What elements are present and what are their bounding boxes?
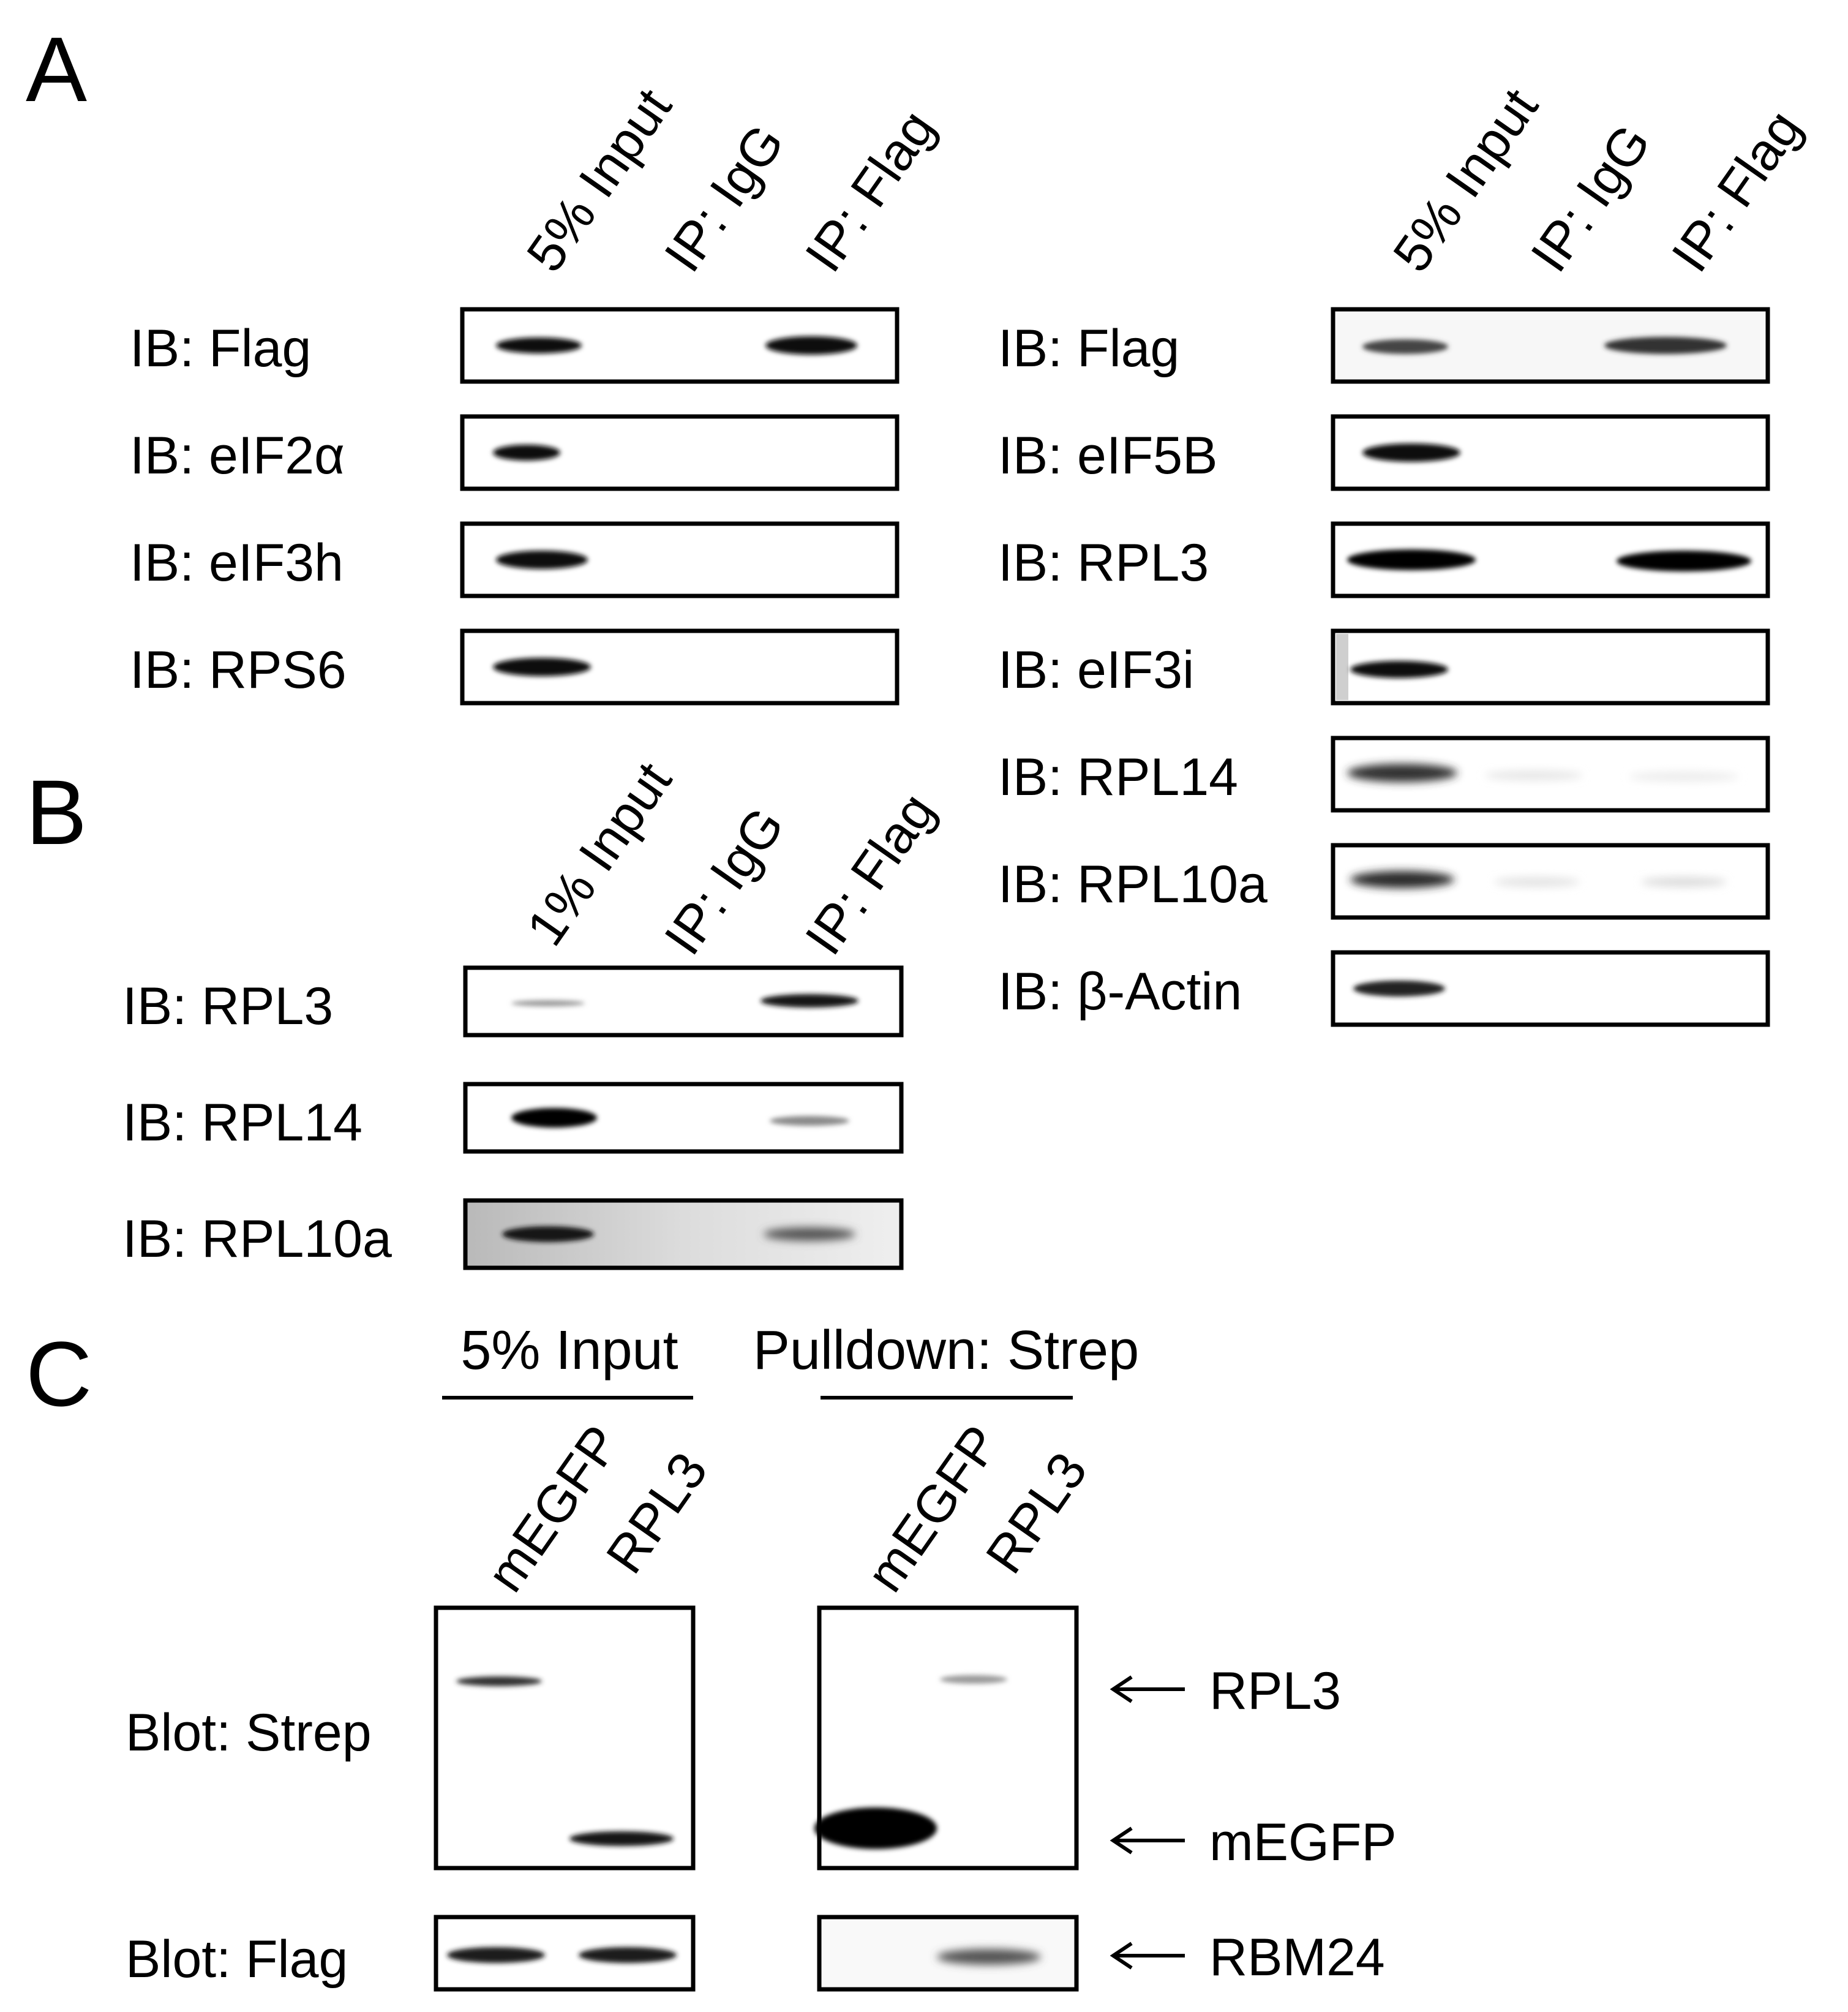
blot-rpl10a — [1331, 843, 1770, 920]
blot-rps6 — [460, 628, 900, 706]
band — [1353, 981, 1445, 997]
row-label: IB: eIF5B — [998, 426, 1218, 485]
arrow-label: mEGFP — [1209, 1813, 1397, 1872]
blot-flag-pulldown — [817, 1915, 1079, 1992]
blot-flag-input — [434, 1915, 696, 1992]
blot-flag — [1331, 307, 1770, 384]
row-label: IB: RPL14 — [998, 748, 1238, 807]
blot-rpl14 — [463, 1082, 904, 1154]
panel-c-arrows: RPL3 mEGFP RBM24 — [1110, 1662, 1397, 1987]
arrow-rpl3: RPL3 — [1110, 1662, 1341, 1720]
panel-c-blots — [434, 1605, 1079, 1992]
row-label: IB: RPL3 — [998, 533, 1209, 592]
row-label: IB: RPL14 — [122, 1093, 362, 1152]
band — [1494, 877, 1580, 887]
blot-rpl14 — [1331, 736, 1770, 813]
band — [511, 1000, 585, 1006]
row-label: IB: Flag — [998, 319, 1179, 378]
panel-a-right-lane-labels: 5% Input IP: IgG IP: Flag — [1382, 78, 1813, 282]
row-label: IB: eIF3i — [998, 641, 1194, 699]
band — [496, 337, 582, 353]
arrow-megfp: mEGFP — [1110, 1813, 1397, 1872]
blot-eif2a — [460, 414, 900, 491]
blot-flag — [460, 307, 900, 384]
row-label: IB: RPS6 — [130, 641, 347, 699]
band — [1362, 443, 1460, 462]
band — [765, 336, 857, 355]
panel-c-row-labels: Blot: Strep Blot: Flag — [126, 1703, 372, 1989]
blot-beta-actin — [1331, 950, 1770, 1027]
arrow-label: RPL3 — [1209, 1662, 1341, 1720]
row-label: IB: RPL10a — [998, 855, 1268, 914]
blot-eif3i — [1331, 628, 1770, 706]
panel-b-row-labels: IB: RPL3 IB: RPL14 IB: RPL10a — [122, 977, 392, 1268]
band — [814, 1807, 937, 1849]
panel-a-right-blots — [1331, 307, 1770, 1027]
band — [1641, 877, 1727, 887]
band — [511, 1108, 597, 1128]
band — [1347, 549, 1476, 570]
lane-label: IP: Flag — [794, 100, 947, 282]
row-label: IB: β-Actin — [998, 962, 1242, 1021]
panel-a-right-row-labels: IB: Flag IB: eIF5B IB: RPL3 IB: eIF3i IB… — [998, 319, 1268, 1021]
band — [447, 1947, 545, 1963]
band — [579, 1947, 677, 1963]
lane-label: IP: IgG — [653, 797, 795, 965]
band — [456, 1676, 542, 1686]
lane-label: mEGFP — [476, 1415, 631, 1602]
panel-a-left-blots — [460, 307, 900, 706]
row-label: IB: eIF3h — [130, 533, 344, 592]
lane-label: IP: Flag — [794, 783, 947, 965]
pulldown-header: Pulldown: Strep — [753, 1320, 1139, 1381]
row-label: IB: RPL3 — [122, 977, 333, 1036]
row-label: IB: eIF2α — [130, 426, 345, 485]
panel-a-left-lane-labels: 5% Input IP: IgG IP: Flag — [516, 78, 947, 282]
panel-c-lane-labels: mEGFP RPL3 mEGFP RPL3 — [476, 1415, 1099, 1602]
blot-strep-pulldown — [814, 1605, 1079, 1871]
band — [493, 445, 560, 461]
panel-letter-c: C — [26, 1322, 92, 1425]
panel-a-left-row-labels: IB: Flag IB: eIF2α IB: eIF3h IB: RPS6 — [130, 319, 347, 699]
band — [1485, 771, 1583, 780]
band — [493, 658, 591, 676]
band — [1617, 551, 1751, 571]
arrow-rbm24: RBM24 — [1110, 1928, 1385, 1987]
band — [770, 1116, 849, 1126]
band — [502, 1226, 594, 1242]
band — [764, 1227, 855, 1241]
band — [1604, 337, 1727, 354]
band — [496, 551, 588, 569]
panel-b-lane-labels: 1% Input IP: IgG IP: Flag — [516, 752, 947, 965]
lane-label: IP: IgG — [653, 115, 795, 282]
lane-label: IP: Flag — [1661, 100, 1813, 282]
band — [940, 1675, 1007, 1684]
band — [1629, 772, 1739, 782]
arrow-label: RBM24 — [1209, 1928, 1385, 1987]
blot-rpl3 — [463, 965, 904, 1038]
band — [1350, 871, 1454, 888]
input-header: 5% Input — [460, 1320, 678, 1381]
panel-letter-a: A — [26, 18, 87, 121]
lane-label: mEGFP — [855, 1415, 1011, 1602]
panel-b-blots — [463, 965, 904, 1270]
row-label: IB: Flag — [130, 319, 311, 378]
band — [569, 1831, 674, 1846]
blot-strep-input — [434, 1605, 696, 1871]
band — [1347, 764, 1457, 782]
panel-letter-b: B — [26, 761, 87, 864]
row-label: Blot: Flag — [126, 1930, 348, 1989]
lane-shadow — [1336, 634, 1348, 700]
blot-rpl10a — [463, 1198, 904, 1270]
blot-eif3h — [460, 521, 900, 598]
row-label: Blot: Strep — [126, 1703, 372, 1762]
band — [1362, 339, 1448, 354]
row-label: IB: RPL10a — [122, 1210, 392, 1268]
blot-rpl3 — [1331, 521, 1770, 598]
band — [937, 1949, 1041, 1965]
band — [1350, 661, 1448, 678]
lane-label: IP: IgG — [1520, 115, 1662, 282]
band — [761, 994, 858, 1008]
blot-eif5b — [1331, 414, 1770, 491]
